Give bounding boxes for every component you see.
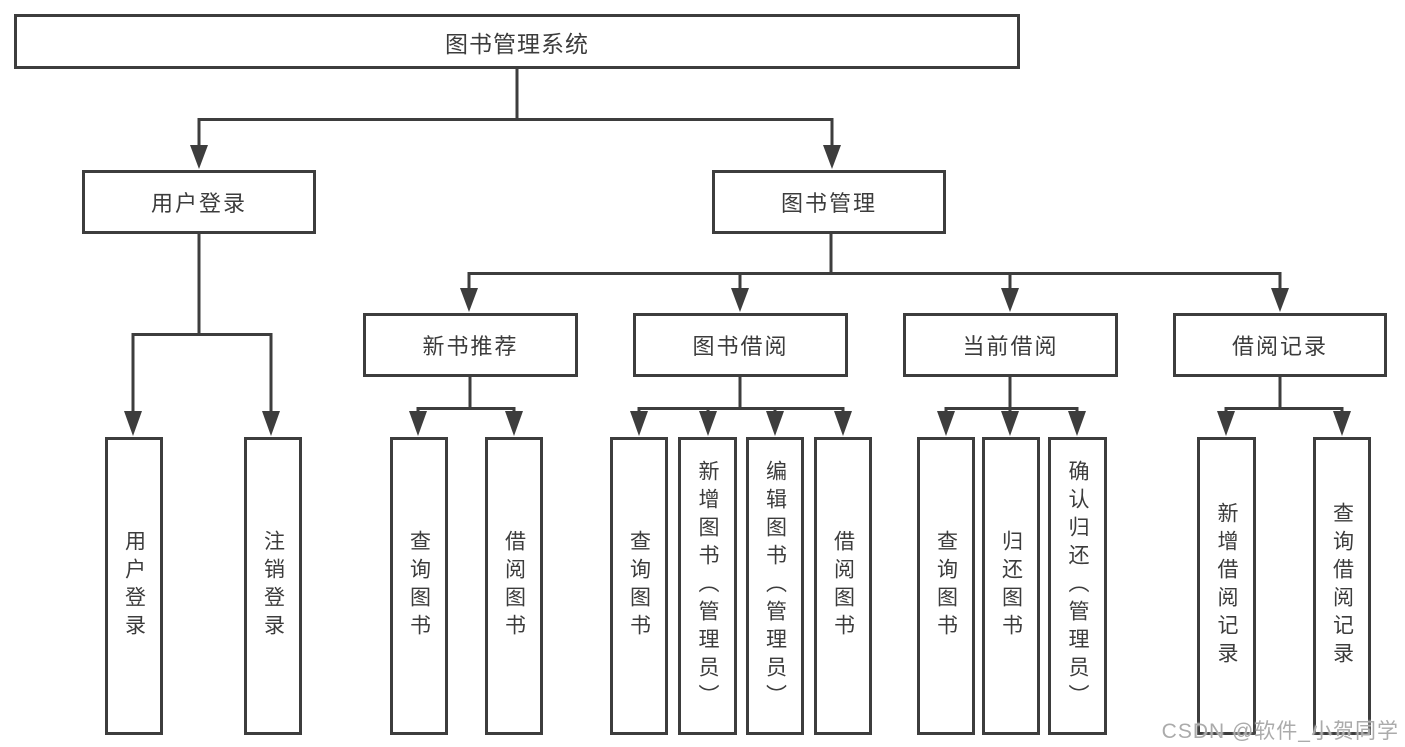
leaf-nb-query-books: 查询图书: [390, 437, 448, 735]
node-current-borrowing: 当前借阅: [903, 313, 1118, 377]
node-book-management-label: 图书管理: [780, 191, 877, 216]
node-root-label: 图书管理系统: [445, 30, 589, 57]
node-user-login: 用户登录: [82, 170, 316, 234]
node-book-management: 图书管理: [712, 170, 946, 234]
node-borrowing-records: 借阅记录: [1173, 313, 1387, 377]
leaf-nb-query-books-label: 查询图书: [407, 530, 431, 642]
leaf-bb-borrow-books-label: 借阅图书: [831, 530, 855, 642]
leaf-bb-add-books-admin-label: 新增图书（管理员）: [696, 460, 720, 712]
leaf-br-query-record-label: 查询借阅记录: [1330, 502, 1354, 670]
leaf-cb-query-books: 查询图书: [917, 437, 975, 735]
leaf-cb-return-books: 归还图书: [982, 437, 1040, 735]
leaf-br-query-record: 查询借阅记录: [1313, 437, 1371, 735]
node-current-borrowing-label: 当前借阅: [962, 334, 1059, 359]
node-new-book-recommendation-label: 新书推荐: [422, 334, 519, 359]
leaf-bb-add-books-admin: 新增图书（管理员）: [678, 437, 737, 735]
leaf-bb-edit-books-admin-label: 编辑图书（管理员）: [763, 460, 787, 712]
node-book-borrowing: 图书借阅: [633, 313, 848, 377]
node-book-borrowing-label: 图书借阅: [692, 334, 789, 359]
leaf-bb-borrow-books: 借阅图书: [814, 437, 872, 735]
leaf-br-add-record-label: 新增借阅记录: [1215, 502, 1239, 670]
leaf-user-login: 用户登录: [105, 437, 163, 735]
csdn-watermark: CSDN @软件_小贺同学: [1161, 720, 1399, 743]
node-new-book-recommendation: 新书推荐: [363, 313, 578, 377]
leaf-cb-confirm-return-admin-label: 确认归还（管理员）: [1066, 460, 1090, 712]
leaf-cb-return-books-label: 归还图书: [999, 530, 1023, 642]
leaf-bb-query-books: 查询图书: [610, 437, 668, 735]
leaf-bb-edit-books-admin: 编辑图书（管理员）: [746, 437, 804, 735]
leaf-cb-confirm-return-admin: 确认归还（管理员）: [1048, 437, 1107, 735]
leaf-user-login-label: 用户登录: [122, 530, 146, 642]
leaf-br-add-record: 新增借阅记录: [1197, 437, 1256, 735]
leaf-logout-login-label: 注销登录: [261, 530, 285, 642]
leaf-nb-borrow-books: 借阅图书: [485, 437, 543, 735]
node-borrowing-records-label: 借阅记录: [1231, 334, 1328, 359]
leaf-bb-query-books-label: 查询图书: [627, 530, 651, 642]
leaf-logout-login: 注销登录: [244, 437, 302, 735]
node-user-login-label: 用户登录: [150, 191, 247, 216]
leaf-nb-borrow-books-label: 借阅图书: [502, 530, 526, 642]
leaf-cb-query-books-label: 查询图书: [934, 530, 958, 642]
node-root-system: 图书管理系统: [14, 14, 1020, 69]
